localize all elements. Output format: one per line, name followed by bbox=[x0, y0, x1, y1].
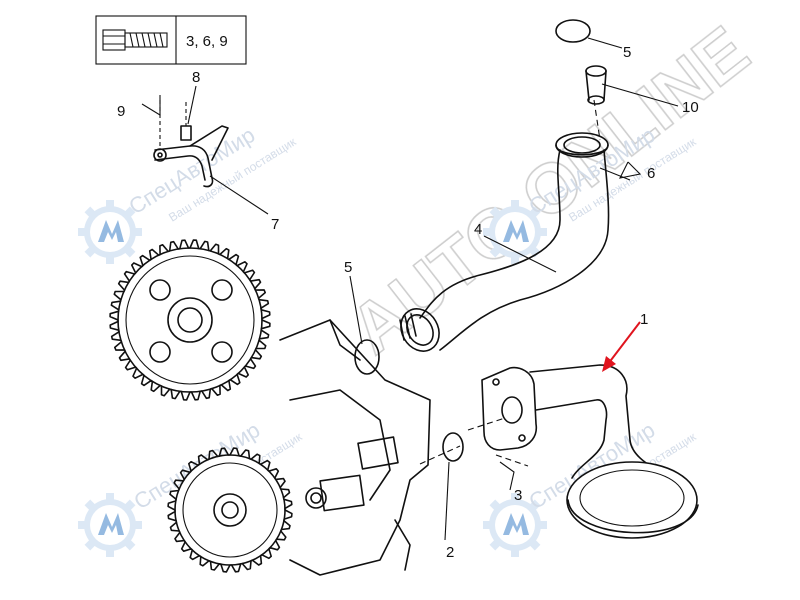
pump-housing bbox=[279, 319, 431, 576]
callout-7: 7 bbox=[271, 216, 279, 233]
bracket-part-7 bbox=[141, 95, 229, 188]
callout-8: 8 bbox=[192, 69, 200, 86]
callout-6: 6 bbox=[647, 165, 655, 182]
leader-lines bbox=[187, 37, 679, 541]
gear-small bbox=[167, 447, 293, 573]
o-ring-part-5-top bbox=[555, 19, 591, 43]
callout-4: 4 bbox=[474, 221, 482, 238]
legend-box: 3, 6, 9 bbox=[95, 15, 247, 65]
callout-1: 1 bbox=[640, 311, 648, 328]
callout-10: 10 bbox=[682, 99, 699, 116]
callout-labels: 1 2 3 4 5 5 6 7 8 9 10 bbox=[117, 44, 699, 561]
o-ring-part-2 bbox=[442, 432, 464, 462]
legend-text: 3, 6, 9 bbox=[186, 33, 228, 50]
callout-5-top: 5 bbox=[623, 44, 631, 61]
gear-large bbox=[109, 239, 271, 401]
gear-teeth bbox=[167, 447, 293, 573]
red-arrow bbox=[602, 321, 641, 372]
pin-part-10 bbox=[585, 65, 607, 105]
pipe-part-4 bbox=[399, 132, 610, 352]
callout-3: 3 bbox=[514, 487, 522, 504]
callout-5-mid: 5 bbox=[344, 259, 352, 276]
gear-teeth bbox=[109, 239, 271, 401]
center-lines bbox=[419, 99, 601, 467]
watermark-logo-3 bbox=[78, 493, 142, 557]
callout-9: 9 bbox=[117, 103, 125, 120]
strainer-part-1 bbox=[481, 364, 699, 539]
bolt-icon bbox=[102, 29, 168, 51]
callout-2: 2 bbox=[446, 544, 454, 561]
